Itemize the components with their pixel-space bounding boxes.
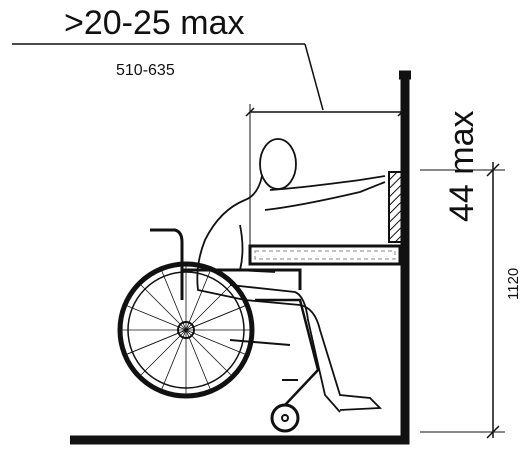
height-max-label: 44 max: [443, 110, 481, 223]
height-metric-label: 1120: [505, 267, 522, 300]
seated-person: [196, 138, 386, 413]
wall-and-floor: [70, 70, 411, 445]
wheelchair: [117, 228, 320, 433]
counter: [248, 244, 402, 266]
reach-max-label: >20-25 max: [64, 4, 245, 42]
reach-metric-label: 510-635: [116, 62, 175, 79]
wall-element: [388, 171, 404, 243]
